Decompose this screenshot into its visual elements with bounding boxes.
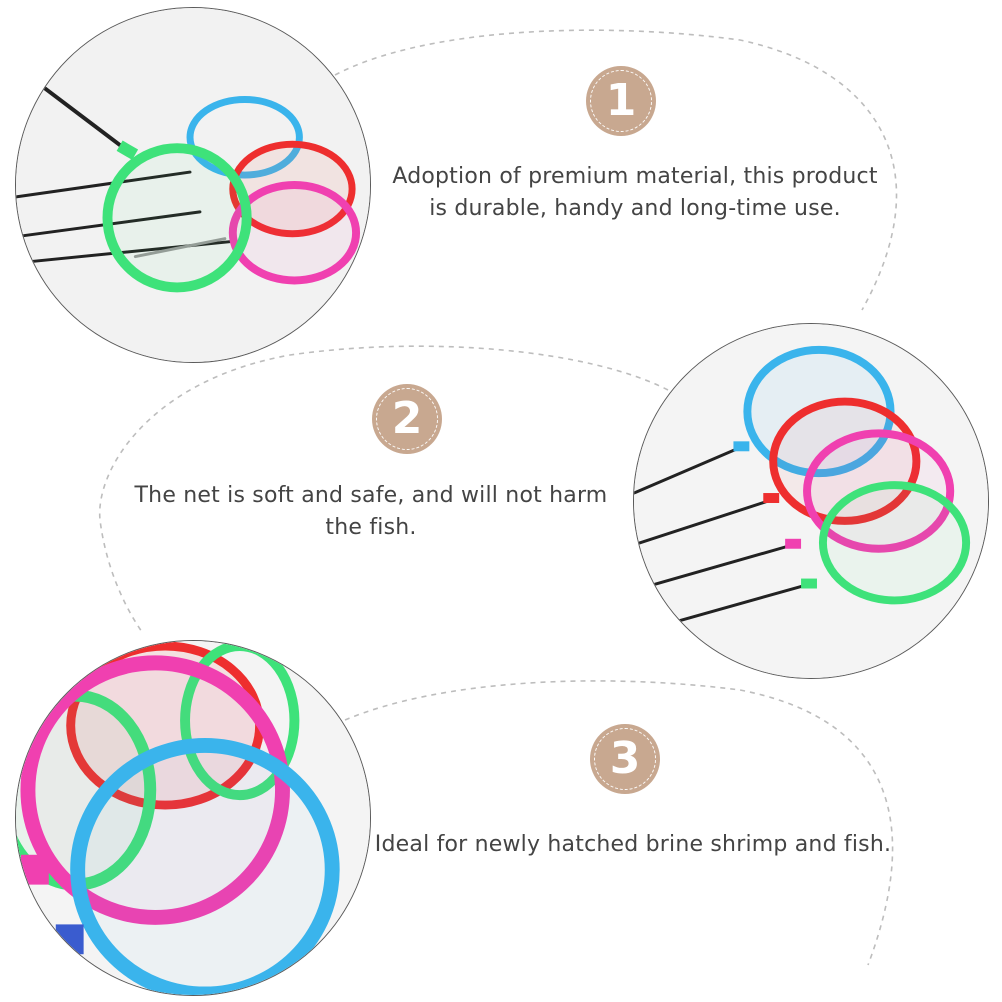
feature-3-text: Ideal for newly hatched brine shrimp and… xyxy=(374,832,892,857)
badge-number-2: 2 xyxy=(391,393,423,444)
number-badge-icon-2: 2 xyxy=(372,384,442,454)
feature-1-text: Adoption of premium material, this produ… xyxy=(392,164,878,221)
product-photo-1 xyxy=(15,7,371,363)
badge-number-3: 3 xyxy=(609,733,641,784)
product-photo-3 xyxy=(15,640,371,996)
feature-2-text: The net is soft and safe, and will not h… xyxy=(134,483,608,540)
number-badge-icon-1: 1 xyxy=(586,66,656,136)
product-photo-2 xyxy=(633,323,989,679)
number-badge-icon-3: 3 xyxy=(590,724,660,794)
badge-number-1: 1 xyxy=(605,75,637,126)
